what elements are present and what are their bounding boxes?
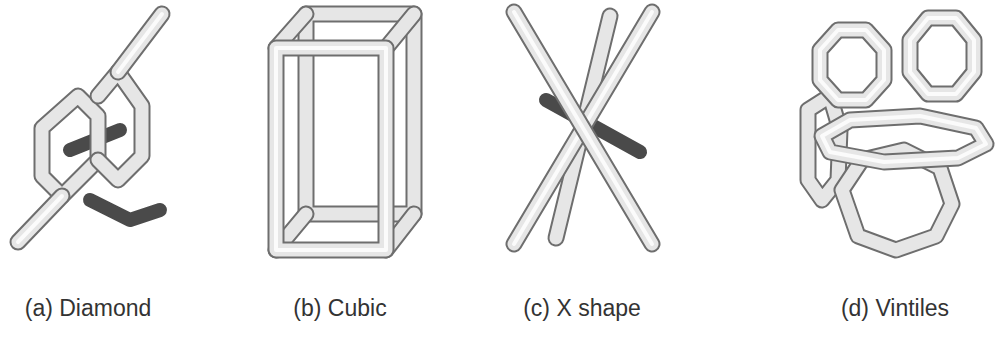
figure-label: (d) Vintiles [841,295,949,323]
figure-label: (a) Diamond [25,295,152,323]
figure-label: (b) Cubic [293,295,386,323]
figure-label: (c) X shape [523,295,641,323]
